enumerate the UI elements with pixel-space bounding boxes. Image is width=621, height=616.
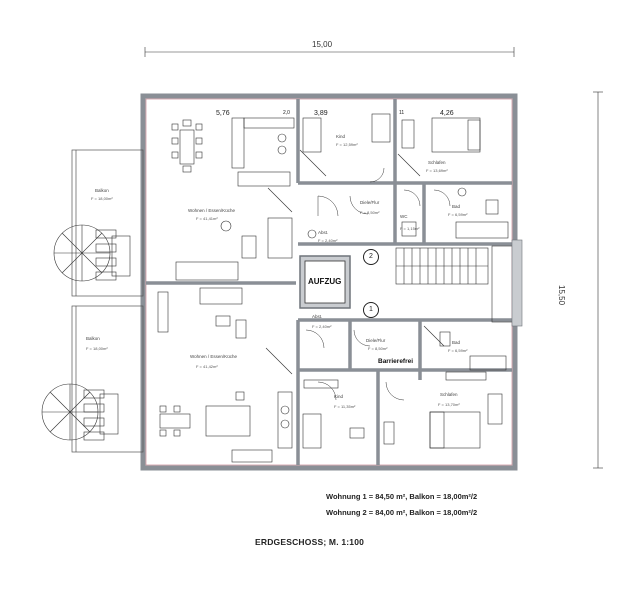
unit-1-area-summary: Wohnung 1 = 84,50 m², Balkon = 18,00m²/2 — [326, 492, 478, 501]
unit-2-area-summary: Wohnung 2 = 84,00 m², Balkon = 18,00m²/2 — [326, 508, 478, 517]
room-label-kind-lower: Kind — [334, 394, 344, 399]
room-label-diele-upper: Diele/Flur — [360, 200, 380, 205]
dimension-right — [593, 91, 603, 469]
room-label-abst-lower: Abst. — [312, 314, 323, 319]
room-width-label: 2,0 — [283, 110, 290, 116]
room-area-diele-lower: F = 8,50m² — [368, 346, 388, 351]
plan-caption: ERDGESCHOSS; M. 1:100 — [255, 537, 365, 547]
room-width-label: 3,89 — [314, 110, 328, 117]
room-label-wohnen-lower: Wohnen / Essen/Küche — [190, 354, 237, 359]
room-area-schlafen-lower: F = 13,70m² — [438, 402, 460, 407]
bed-kind-lower — [302, 379, 365, 449]
dimension-top-label: 15,00 — [312, 40, 333, 49]
room-width-label: 5,76 — [216, 110, 230, 117]
room-area-wohnen-lower: F = 41,42m² — [196, 364, 218, 369]
room-label-balkon-lower: Balkon — [86, 336, 100, 341]
room-area-wc-upper: F = 1,15m² — [400, 226, 420, 231]
room-label-bad-upper: Bad — [452, 204, 461, 209]
sofa-upper — [175, 187, 293, 281]
bath-lower — [423, 325, 507, 381]
unit-1-marker: 1 — [363, 302, 379, 318]
room-area-schlafen-upper: F = 13,69m² — [426, 168, 448, 173]
room-label-diele-lower: Diele/Flur — [366, 338, 386, 343]
dining-table-upper — [171, 119, 203, 173]
bed-kind-upper — [299, 113, 391, 177]
bed-schlafen-lower — [383, 393, 503, 449]
room-area-diele-upper: F = 8,50m² — [360, 210, 380, 215]
doors — [305, 167, 451, 401]
room-area-bad-lower: F = 6,59m² — [448, 348, 468, 353]
kitchen-lower — [231, 347, 293, 463]
room-area-kind-lower: F = 11,35m² — [334, 404, 356, 409]
room-area-kind-upper: F = 12,59m² — [336, 142, 358, 147]
elevator-shaft — [299, 255, 351, 309]
unit-2-marker: 2 — [363, 249, 379, 265]
staircase — [395, 239, 523, 327]
room-area-wohnen-upper: F = 41,41m² — [196, 216, 218, 221]
room-label-abst-upper: Abst. — [318, 230, 329, 235]
room-label-schlafen-upper: Schlafen — [428, 160, 446, 165]
room-label-schlafen-lower: Schlafen — [440, 392, 458, 397]
dining-table-lower — [159, 405, 251, 437]
barrier-free-label: Barrierefrei — [378, 358, 414, 365]
sofa-lower — [157, 287, 247, 339]
umbrella-upper — [53, 224, 131, 282]
room-area-balkon-upper: F = 18,00m² — [91, 196, 113, 201]
room-width-label: 11 — [399, 110, 405, 116]
room-label-wc-upper: WC — [400, 214, 408, 219]
room-area-bad-upper: F = 6,59m² — [448, 212, 468, 217]
room-label-balkon-upper: Balkon — [95, 188, 109, 193]
balcony-upper — [71, 149, 144, 297]
room-area-abst-lower: F = 2,40m² — [312, 324, 332, 329]
room-area-balkon-lower: F = 18,00m² — [86, 346, 108, 351]
dimension-top — [144, 47, 515, 57]
room-label-bad-lower: Bad — [452, 340, 461, 345]
bath-upper — [307, 187, 509, 239]
umbrella-lower — [41, 383, 119, 441]
balcony-lower — [71, 305, 144, 453]
room-label-kind-upper: Kind — [336, 134, 346, 139]
elevator-label: AUFZUG — [308, 277, 342, 286]
dimension-side-label: 15,50 — [557, 285, 566, 306]
kitchen-upper — [231, 117, 295, 187]
room-width-label: 4,26 — [440, 110, 454, 117]
room-label-wohnen-upper: Wohnen / Essen/Küche — [188, 208, 235, 213]
room-area-abst-upper: F = 2,40m² — [318, 238, 338, 243]
bed-schlafen-upper — [397, 117, 481, 177]
